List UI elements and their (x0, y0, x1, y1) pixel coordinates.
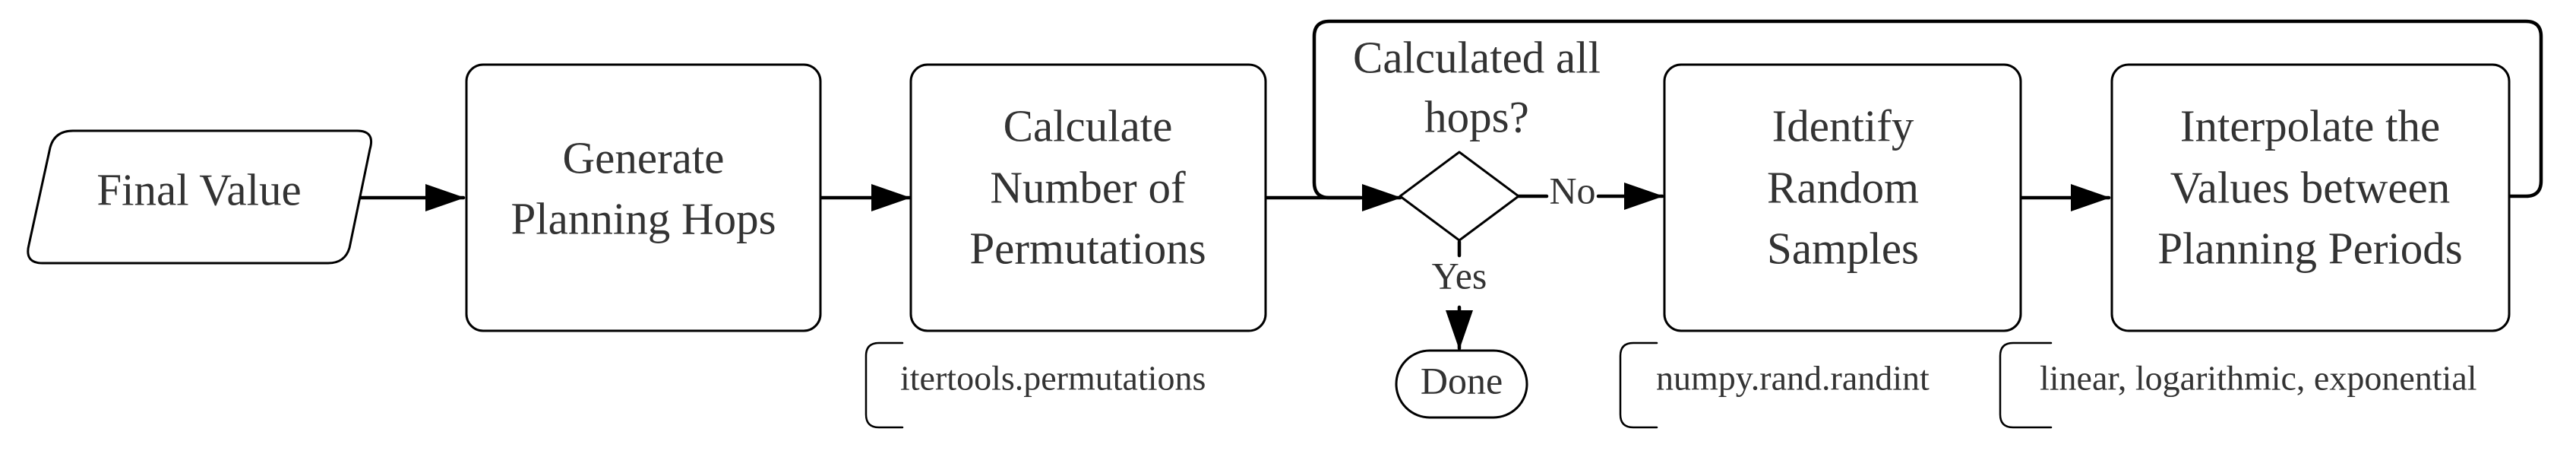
annotation-permutations: itertools.permutations (900, 359, 1206, 398)
calculate-permutations-line3: Permutations (969, 224, 1206, 274)
identify-samples-line1: Identify (1772, 101, 1914, 151)
annotation-interpolation-bracket (1999, 341, 2053, 429)
edge-label-yes: Yes (1432, 254, 1487, 297)
annotation-interpolation: linear, logarithmic, exponential (2040, 359, 2477, 398)
generate-hops-line1: Generate (563, 133, 725, 183)
decision-label-line2: hops? (1424, 92, 1529, 142)
annotation-permutations-bracket (864, 341, 904, 429)
calculate-permutations-line2: Number of (990, 163, 1186, 213)
final-value-label: Final Value (96, 165, 301, 215)
done-label: Done (1421, 359, 1503, 402)
interpolate-node[interactable] (2110, 63, 2511, 332)
interpolate-line2: Values between (2170, 163, 2451, 213)
done-node[interactable] (1395, 349, 1528, 419)
edge-loop-back (1312, 19, 2543, 200)
generate-hops-line2: Planning Hops (510, 194, 776, 244)
calculate-permutations-node[interactable] (909, 63, 1267, 332)
interpolate-line1: Interpolate the (2180, 101, 2440, 151)
identify-samples-node[interactable] (1663, 63, 2022, 332)
annotation-randint-bracket (1619, 341, 1658, 429)
final-value-node[interactable] (27, 129, 373, 265)
generate-hops-node[interactable] (465, 63, 822, 332)
decision-label-line1: Calculated all (1353, 33, 1601, 83)
identify-samples-line2: Random (1767, 163, 1919, 213)
interpolate-line3: Planning Periods (2157, 224, 2463, 274)
annotation-randint: numpy.rand.randint (1656, 359, 1930, 398)
identify-samples-line3: Samples (1767, 224, 1919, 274)
calculate-permutations-line1: Calculate (1004, 101, 1173, 151)
decision-node[interactable] (1399, 151, 1520, 242)
edge-label-no: No (1549, 169, 1595, 211)
